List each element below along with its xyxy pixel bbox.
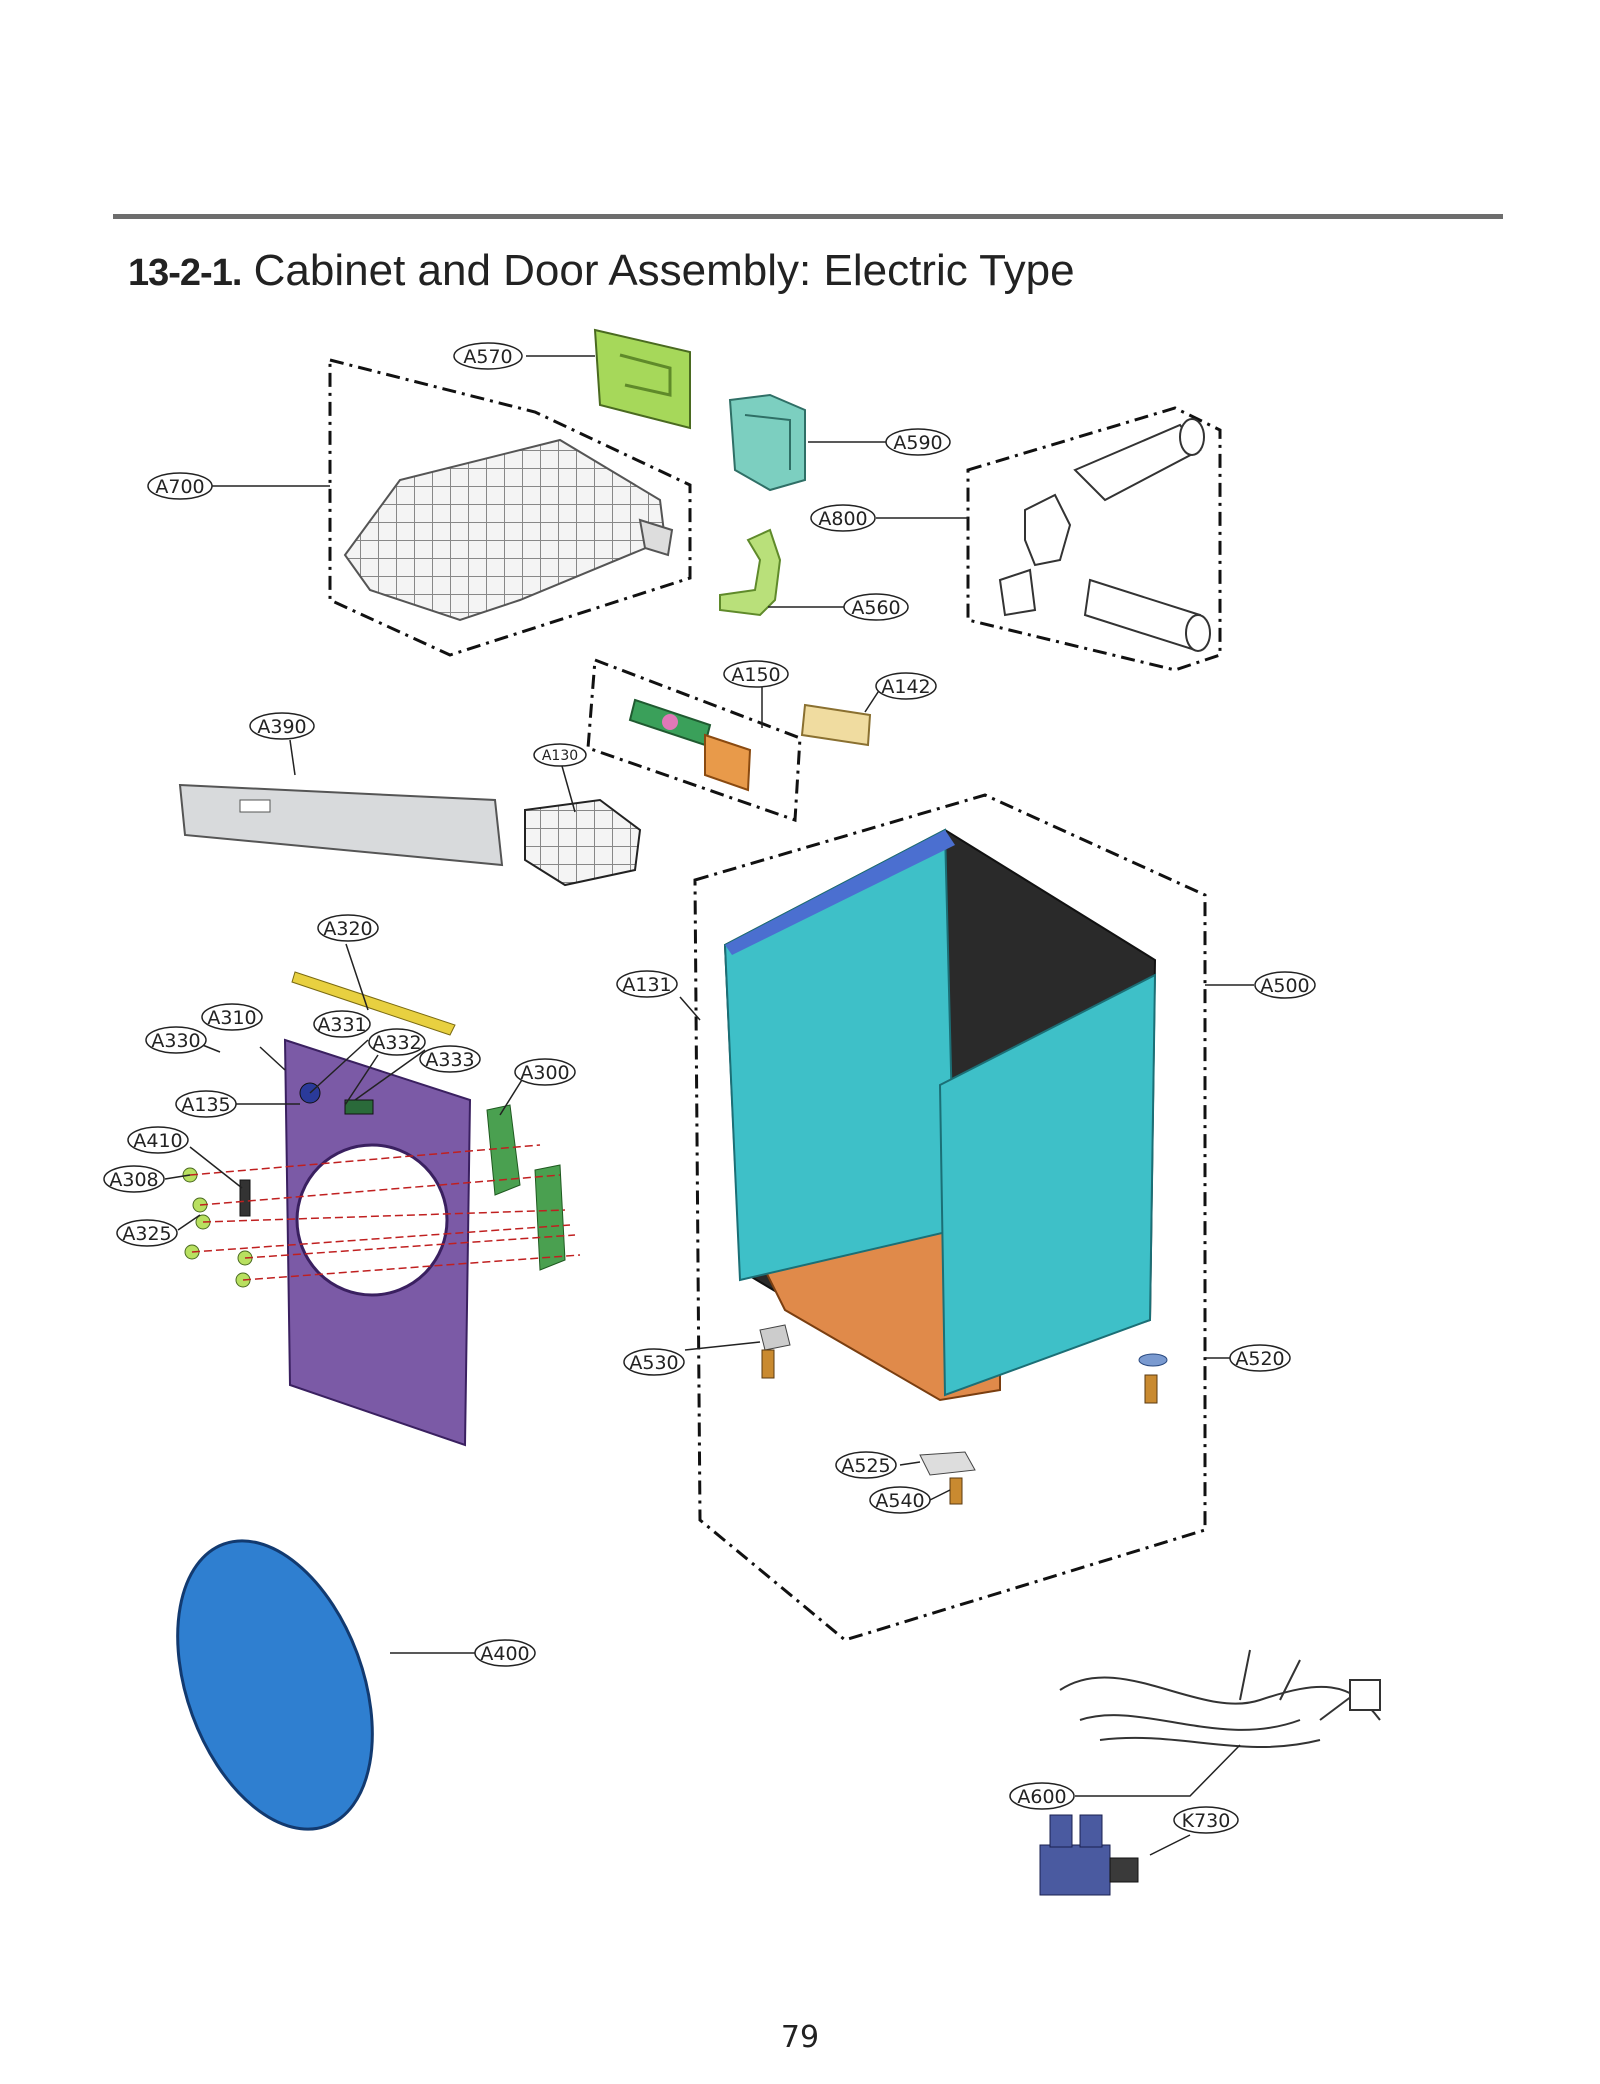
callout-k730: K730 bbox=[1173, 1806, 1239, 1834]
callout-a325: A325 bbox=[116, 1219, 178, 1247]
callout-a700: A700 bbox=[147, 472, 213, 500]
callout-a520: A520 bbox=[1229, 1344, 1291, 1372]
part-a590-bracket bbox=[728, 393, 806, 492]
part-a410-latch bbox=[239, 1179, 251, 1217]
hinge-axis-lines bbox=[189, 1144, 581, 1281]
callout-a300: A300 bbox=[514, 1058, 576, 1086]
part-a560-duct bbox=[719, 528, 782, 617]
callout-a333: A333 bbox=[419, 1045, 481, 1073]
svg-text:A500: A500 bbox=[1260, 975, 1309, 997]
callout-a560: A560 bbox=[843, 593, 909, 621]
svg-text:A300: A300 bbox=[520, 1062, 569, 1084]
svg-text:A333: A333 bbox=[425, 1049, 474, 1071]
svg-text:A332: A332 bbox=[372, 1032, 421, 1054]
callout-a142: A142 bbox=[875, 672, 937, 700]
part-a130-filter bbox=[524, 798, 642, 887]
part-a310-front-panel bbox=[283, 1038, 472, 1447]
svg-text:A150: A150 bbox=[731, 664, 780, 686]
callout-a600: A600 bbox=[1009, 1782, 1075, 1810]
callout-a500: A500 bbox=[1254, 971, 1316, 999]
svg-text:A390: A390 bbox=[257, 716, 306, 738]
leader-lines bbox=[164, 355, 1256, 1856]
callout-a130: A130 bbox=[533, 743, 587, 767]
svg-text:A520: A520 bbox=[1235, 1348, 1284, 1370]
svg-text:A308: A308 bbox=[109, 1169, 158, 1191]
svg-text:K730: K730 bbox=[1182, 1810, 1231, 1832]
page-number: 79 bbox=[780, 2020, 820, 2055]
svg-text:A135: A135 bbox=[181, 1094, 230, 1116]
part-a520-foot bbox=[1138, 1353, 1168, 1404]
part-a500-cabinet bbox=[723, 828, 1157, 1402]
page-title: 13-2-1. Cabinet and Door Assembly: Elect… bbox=[128, 246, 1075, 296]
callout-a331: A331 bbox=[313, 1010, 371, 1038]
part-k730-valve bbox=[1039, 1814, 1139, 1896]
svg-text:A590: A590 bbox=[893, 432, 942, 454]
callout-a540: A540 bbox=[869, 1486, 931, 1514]
callout-a525: A525 bbox=[835, 1451, 897, 1479]
callout-a570: A570 bbox=[453, 342, 523, 370]
svg-text:A530: A530 bbox=[629, 1352, 678, 1374]
svg-text:A310: A310 bbox=[207, 1007, 256, 1029]
section-title: Cabinet and Door Assembly: Electric Type bbox=[253, 246, 1075, 295]
header-rule bbox=[113, 214, 1503, 219]
svg-text:A410: A410 bbox=[133, 1130, 182, 1152]
part-a320-strip bbox=[291, 971, 456, 1036]
callout-a400: A400 bbox=[474, 1639, 536, 1667]
svg-text:A540: A540 bbox=[875, 1490, 924, 1512]
svg-text:A330: A330 bbox=[151, 1030, 200, 1052]
svg-text:A325: A325 bbox=[122, 1223, 171, 1245]
section-number: 13-2-1. bbox=[128, 252, 242, 294]
svg-text:A130: A130 bbox=[542, 748, 578, 764]
part-a525-bracket bbox=[919, 1451, 976, 1476]
part-a333-display bbox=[344, 1099, 374, 1115]
svg-text:A331: A331 bbox=[317, 1014, 366, 1036]
callout-a410: A410 bbox=[127, 1126, 189, 1154]
svg-text:A400: A400 bbox=[480, 1643, 529, 1665]
callout-a800: A800 bbox=[810, 504, 876, 532]
svg-text:A600: A600 bbox=[1017, 1786, 1066, 1808]
callout-a310: A310 bbox=[201, 1003, 263, 1031]
svg-text:A131: A131 bbox=[622, 974, 671, 996]
svg-text:A700: A700 bbox=[155, 476, 204, 498]
svg-text:A800: A800 bbox=[818, 508, 867, 530]
part-a142-holder bbox=[800, 703, 872, 747]
callout-a330: A330 bbox=[145, 1026, 207, 1054]
svg-text:A560: A560 bbox=[851, 597, 900, 619]
callout-a320: A320 bbox=[317, 914, 379, 942]
group-boundary-a700 bbox=[328, 358, 692, 657]
svg-text:A525: A525 bbox=[841, 1455, 890, 1477]
callout-a530: A530 bbox=[623, 1348, 685, 1376]
part-a600-harness bbox=[1059, 1649, 1381, 1749]
group-boundary-a500 bbox=[693, 793, 1207, 1642]
callout-a131: A131 bbox=[616, 970, 678, 998]
part-a150-sensor bbox=[628, 698, 752, 792]
part-a530-foot bbox=[759, 1324, 791, 1379]
callout-a390: A390 bbox=[249, 712, 315, 740]
callout-a135: A135 bbox=[175, 1090, 237, 1118]
part-a570-plate bbox=[593, 328, 691, 430]
callout-a308: A308 bbox=[103, 1165, 165, 1193]
callout-a332: A332 bbox=[368, 1028, 426, 1056]
group-boundary-a800 bbox=[966, 406, 1222, 672]
part-a800-duct-kit bbox=[998, 418, 1211, 652]
callout-a590: A590 bbox=[885, 428, 951, 456]
group-boundary-a150 bbox=[586, 657, 802, 823]
part-a390-rail bbox=[178, 783, 504, 867]
part-a400-door bbox=[176, 1539, 374, 1831]
svg-text:A142: A142 bbox=[881, 676, 930, 698]
svg-text:A320: A320 bbox=[323, 918, 372, 940]
svg-text:A570: A570 bbox=[463, 346, 512, 368]
callout-a150: A150 bbox=[723, 660, 789, 688]
part-a700-drum-top bbox=[343, 438, 674, 622]
part-a540-foot bbox=[949, 1477, 963, 1505]
part-a300-hinges bbox=[486, 1104, 566, 1271]
